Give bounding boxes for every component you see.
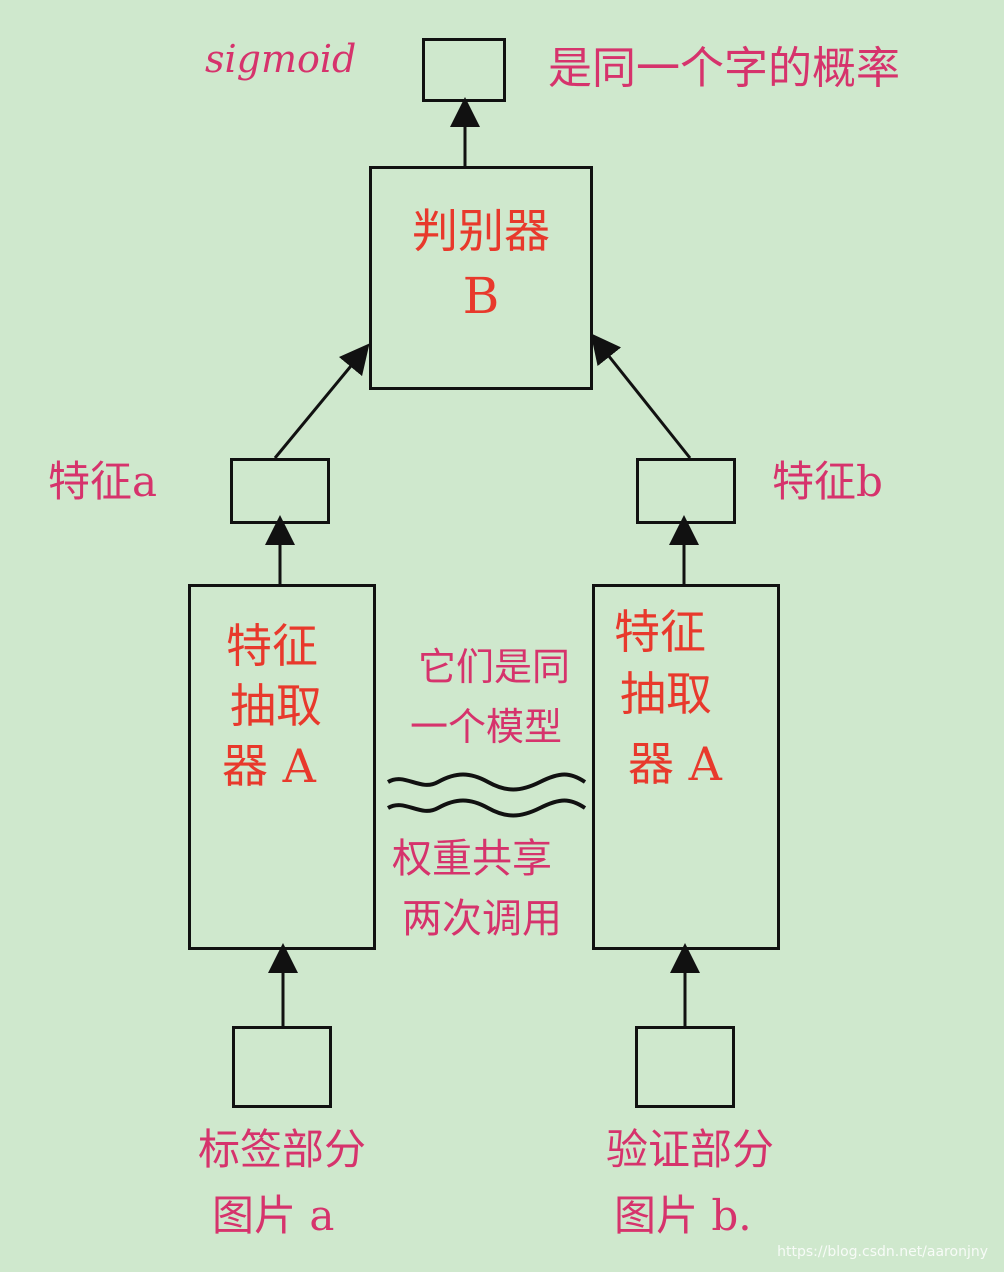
input-a-box: [232, 1026, 332, 1108]
extractor-b-line2: 抽取: [620, 667, 712, 721]
extractor-b-line3: 器 A: [628, 737, 722, 791]
same-model-note-line1: 它们是同: [418, 645, 571, 689]
feature-a-box: [230, 458, 330, 524]
extractor-a-line2: 抽取: [230, 679, 322, 733]
arrow-feature-b-to-discriminator: [590, 333, 692, 459]
output-probability-box: [422, 38, 506, 102]
feature-b-label: 特征b: [772, 457, 883, 506]
extractor-a-line1: 特征: [226, 619, 318, 673]
wavy-line-2: [386, 798, 587, 818]
discriminator-label-line1: 判别器: [412, 204, 550, 258]
output-probability-label: 是同一个字的概率: [548, 43, 900, 94]
extractor-a-line3: 器 A: [222, 739, 316, 793]
feature-extractor-a-box: [188, 584, 376, 950]
weight-sharing-note-line2: 两次调用: [402, 896, 562, 942]
sigmoid-label: sigmoid: [205, 37, 357, 81]
feature-b-box: [636, 458, 736, 524]
feature-extractor-b-box: [592, 584, 780, 950]
input-b-label-line1: 验证部分: [606, 1125, 775, 1174]
extractor-b-line1: 特征: [614, 605, 706, 659]
feature-a-label: 特征a: [48, 457, 158, 506]
input-a-label-line1: 标签部分: [198, 1125, 367, 1174]
weight-sharing-note-line1: 权重共享: [392, 836, 552, 882]
input-b-box: [635, 1026, 735, 1108]
same-model-note-line2: 一个模型: [410, 705, 563, 749]
watermark-url: https://blog.csdn.net/aaronjny: [777, 1244, 988, 1260]
input-b-label-line2: 图片 b.: [614, 1191, 752, 1240]
discriminator-box: [369, 166, 593, 390]
wavy-line-1: [386, 772, 587, 792]
arrow-feature-a-to-discriminator: [273, 343, 370, 459]
discriminator-label-line2: B: [462, 267, 500, 325]
input-a-label-line2: 图片 a: [212, 1191, 335, 1240]
